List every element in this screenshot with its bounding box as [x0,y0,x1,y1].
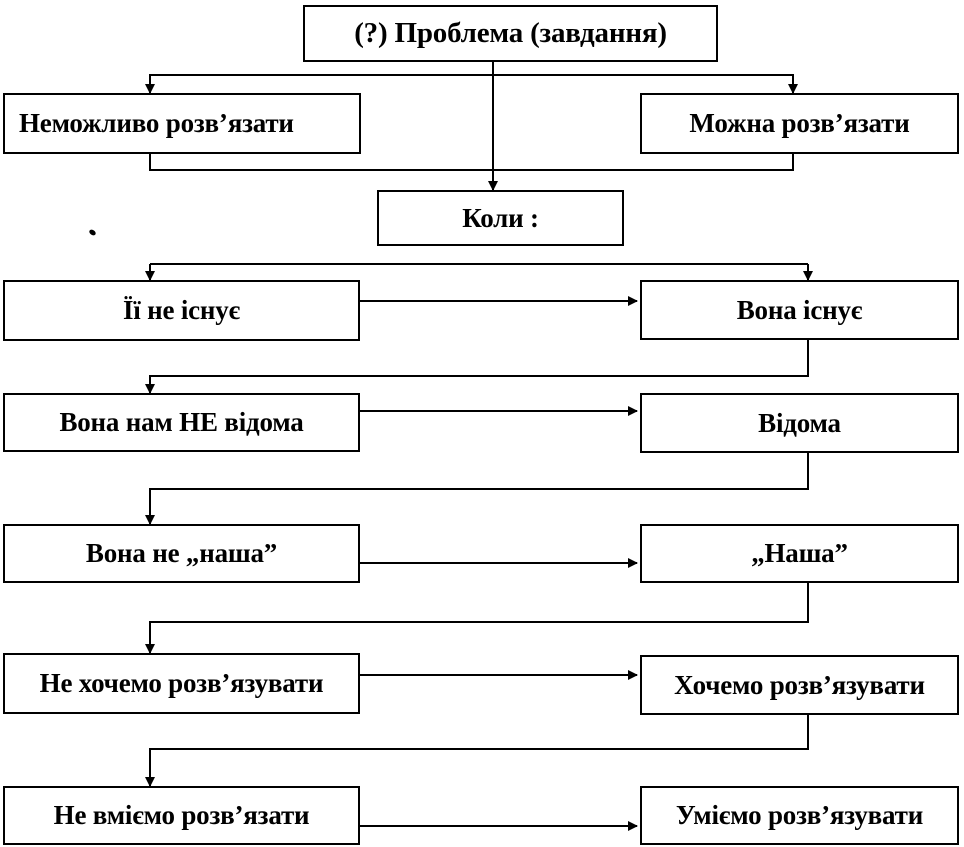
row2-negative-box: Вона нам НЕ відома [3,393,360,452]
connector-root-to-left [145,62,494,94]
row5-positive-box: Уміємо розв’язувати [640,786,959,845]
row3-positive-box: „Наша” [640,524,959,583]
connector-row4-to-row5 [145,715,809,787]
branch-unsolvable-box: Неможливо розв’язати [3,93,361,154]
root-problem-box: (?) Проблема (завдання) [303,5,718,62]
connector-right-down [493,154,794,171]
row2-positive-box: Відома [640,393,959,453]
when-box: Коли : [377,190,624,246]
connector-row2-to-row3 [145,453,809,525]
connector-root-to-right [493,74,798,94]
row1-positive-box: Вона існує [640,280,959,340]
branch-solvable-box: Можна розв’язати [640,93,959,154]
connector-row3-to-row4 [145,583,809,654]
row1-negative-box: Її не існує [3,280,360,341]
row5-negative-box: Не вміємо розв’язати [3,786,360,845]
row4-positive-box: Хочемо розв’язувати [640,655,959,715]
row3-negative-box: Вона не „наша” [3,524,360,583]
connector-left-down [149,154,493,171]
connector-row1-to-row2 [145,340,809,394]
row4-negative-box: Не хочемо розв’язувати [3,653,360,714]
